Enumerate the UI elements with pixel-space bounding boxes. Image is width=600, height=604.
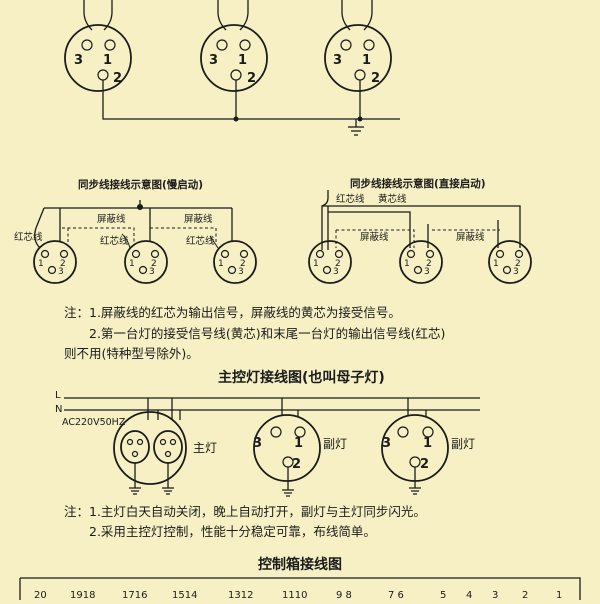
label-shield: 屏蔽线 [360,231,389,243]
pin-label: 3 [424,267,430,277]
pin-label: 3 [58,267,64,277]
terminal-label: 1716 [122,590,147,600]
terminal-label: 3 [492,590,498,600]
pin-label: 2 [292,457,301,472]
ground-icon [129,487,174,495]
sub-lamp-2-connector: 3 1 2 副灯 [381,398,475,495]
pin-label: 2 [60,259,66,269]
master-title: 主控灯接线图(也叫母子灯) [218,370,385,386]
sync-slow-diagram: 同步线接线示意图(慢启动) 屏蔽线 屏蔽线 红芯线 红芯线 红芯线 1 2 3 [14,178,257,284]
label-yellow-wire: 黄芯线 [378,193,407,205]
pin-label: 1 [238,53,247,68]
pin-label: 3 [513,267,519,277]
top-connector-3: 3 1 2 [324,24,392,92]
line-n-label: N [55,404,62,415]
label-red-wire: 红芯线 [14,231,43,243]
slow-connector-1: 1 2 3 [33,240,77,284]
control-box-title: 控制箱接线图 [258,557,342,573]
pin-label: 3 [209,53,218,68]
label-red-wire: 红芯线 [186,235,215,247]
pin-label: 3 [333,267,339,277]
terminal-label: 4 [466,590,472,600]
pin-label: 2 [420,457,429,472]
terminal-label: 7 6 [388,590,404,600]
pin-label: 2 [113,71,122,86]
pin-label: 2 [371,71,380,86]
pin-label: 1 [362,53,371,68]
pin-label: 2 [151,259,157,269]
terminal-label: 20 [34,590,47,600]
terminal-label: 2 [522,590,528,600]
sub-lamp-label: 副灯 [323,437,347,451]
main-lamp-connector: 主灯 [113,398,217,495]
pin-label: 3 [333,53,342,68]
terminal-label: 1514 [172,590,197,600]
sub-lamp-1-connector: 3 1 2 副灯 [253,398,347,497]
pin-label: 2 [335,259,341,269]
terminal-label: 1918 [70,590,95,600]
pin-label: 1 [218,259,224,269]
pin-label: 3 [149,267,155,277]
pin-label: 1 [294,436,303,451]
master-diagram: L N AC220V50HZ 主灯 [55,390,480,497]
top-connector-1: 3 1 2 [64,24,132,92]
top-connector-diagram: 3 1 2 3 1 2 3 1 2 [64,0,400,136]
sub-lamp-label: 副灯 [451,437,475,451]
slow-connector-3: 1 2 3 [213,240,257,284]
pin-label: 2 [426,259,432,269]
note-2-line-2: 2.采用主控灯控制，性能十分稳定可靠，布线简单。 [89,524,376,539]
sync-direct-title: 同步线接线示意图(直接启动) [350,177,486,190]
label-red-wire: 红芯线 [336,193,365,205]
pin-label: 1 [313,259,319,269]
note-1-line-1: 注：1.屏蔽线的红芯为输出信号，屏蔽线的黄芯为接受信号。 [64,305,401,320]
control-box-diagram: 20 1918 1716 1514 1312 1110 9 8 7 6 5 4 … [19,577,581,601]
terminal-label: 1 [556,590,562,600]
pin-label: 3 [253,436,262,451]
direct-connector-1: 1 2 3 [308,240,352,284]
label-shield: 屏蔽线 [184,213,213,225]
ground-icon [282,489,294,497]
pin-label: 1 [129,259,135,269]
slow-connector-2: 1 2 3 [124,240,168,284]
note-1-line-2: 2.第一台灯的接受信号线(黄芯)和末尾一台灯的输出信号线(红芯) [89,326,446,341]
direct-connector-2: 1 2 3 [399,240,443,284]
pin-label: 3 [238,267,244,277]
note-1-line-3: 则不用(特种型号除外)。 [64,346,199,361]
main-lamp-label: 主灯 [193,441,217,455]
sync-direct-diagram: 同步线接线示意图(直接启动) 红芯线 黄芯线 屏蔽线 屏蔽线 1 2 3 [308,177,532,284]
terminal-label: 9 8 [336,590,352,600]
pin-label: 1 [423,436,432,451]
pin-label: 2 [247,71,256,86]
label-shield: 屏蔽线 [97,213,126,225]
power-label: AC220V50HZ [62,417,126,428]
ground-icon [348,119,364,136]
terminal-label: 5 [440,590,446,600]
label-red-wire: 红芯线 [100,235,129,247]
pin-label: 2 [515,259,521,269]
note-2-line-1: 注：1.主灯白天自动关闭，晚上自动打开，副灯与主灯同步闪光。 [64,504,426,519]
direct-connector-3: 1 2 3 [488,240,532,284]
pin-label: 1 [103,53,112,68]
terminal-label: 1110 [282,590,307,600]
sync-slow-title: 同步线接线示意图(慢启动) [78,178,203,191]
pin-label: 1 [493,259,499,269]
terminal-label: 1312 [228,590,253,600]
ground-icon [409,487,421,495]
pin-label: 3 [382,436,391,451]
pin-label: 3 [74,53,83,68]
top-connector-2: 3 1 2 [200,24,268,92]
pin-label: 2 [240,259,246,269]
label-shield: 屏蔽线 [456,231,485,243]
pin-label: 1 [404,259,410,269]
line-l-label: L [55,390,61,401]
pin-label: 1 [38,259,44,269]
